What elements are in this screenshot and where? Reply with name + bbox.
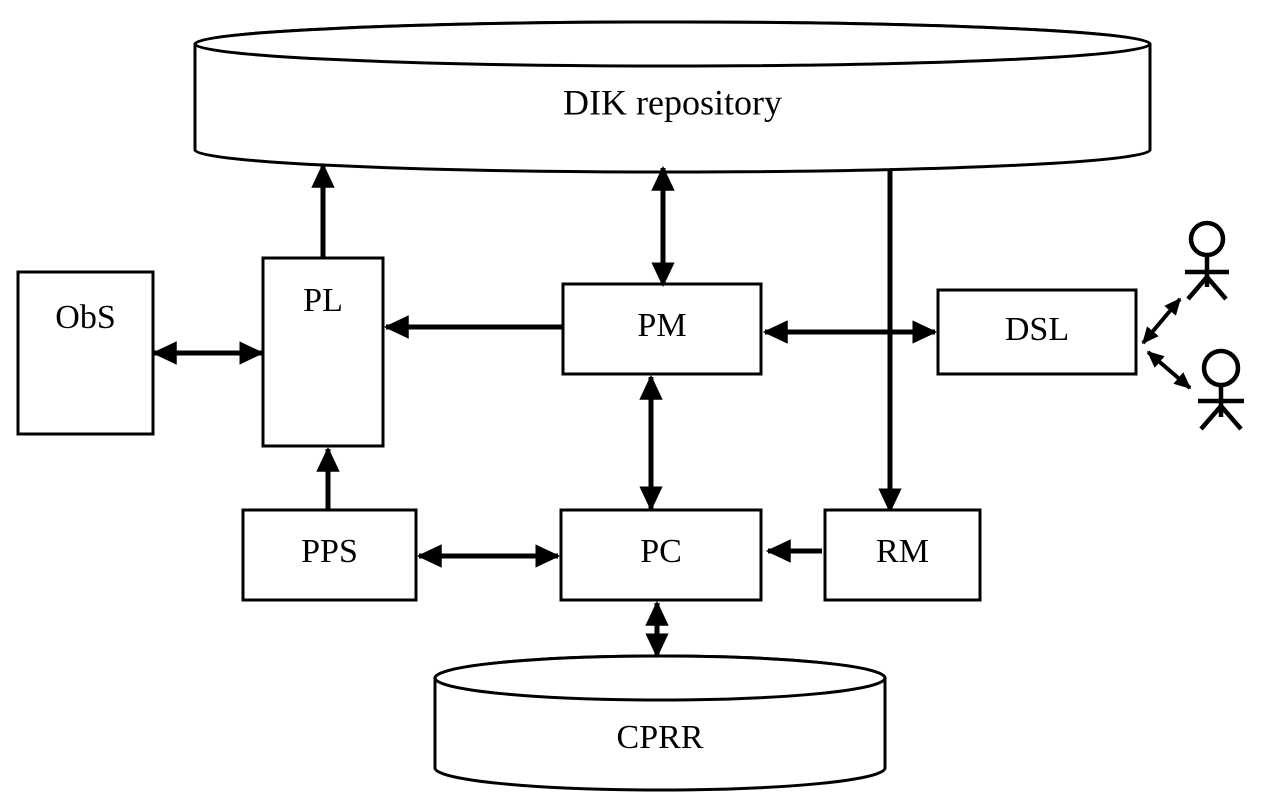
pc-label: PC (640, 533, 682, 570)
edge-dsl-actor-upper-line (1141, 297, 1182, 345)
actor-leg-right-icon (1205, 275, 1228, 301)
pps-label: PPS (301, 533, 358, 570)
node-pc[interactable]: PC (559, 508, 763, 602)
pl-label: PL (303, 282, 343, 319)
rm-box (823, 508, 982, 602)
node-obs[interactable]: ObS (16, 270, 155, 436)
pm-label: PM (637, 307, 686, 344)
obs-box (16, 270, 155, 436)
pps-box (241, 508, 418, 602)
actor-leg-left-icon (1199, 404, 1223, 431)
node-pm[interactable]: PM (561, 282, 763, 376)
dik-repository-label: DIK repository (563, 82, 782, 122)
node-rm[interactable]: RM (823, 508, 982, 602)
pl-box (261, 256, 385, 448)
node-pl[interactable]: PL (261, 256, 385, 448)
obs-label: ObS (55, 299, 115, 336)
cprr-label: CPRR (617, 719, 704, 756)
edge-dsl-to-actor-upper (1141, 297, 1182, 345)
user-actor-lower-icon[interactable] (1198, 348, 1244, 431)
edge-dsl-to-actor-lower (1146, 350, 1192, 390)
actor-leg-right-icon (1219, 404, 1243, 431)
node-pps[interactable]: PPS (241, 508, 418, 602)
actor-head-icon (1188, 220, 1226, 258)
cprr-cylinder-top (433, 654, 887, 702)
actor-leg-left-icon (1186, 275, 1209, 301)
dsl-label: DSL (1005, 311, 1069, 348)
dik-cylinder-top (193, 20, 1152, 68)
pm-box (561, 282, 763, 376)
rm-label: RM (876, 533, 929, 570)
edge-dsl-actor-lower-line (1146, 350, 1192, 390)
actor-head-icon (1201, 348, 1241, 388)
node-dsl[interactable]: DSL (936, 288, 1138, 376)
user-actor-upper-icon[interactable] (1185, 220, 1229, 301)
node-cprr[interactable]: CPRR (433, 654, 887, 792)
node-dik-repository[interactable]: DIK repository (193, 20, 1152, 174)
dsl-box (936, 288, 1138, 376)
